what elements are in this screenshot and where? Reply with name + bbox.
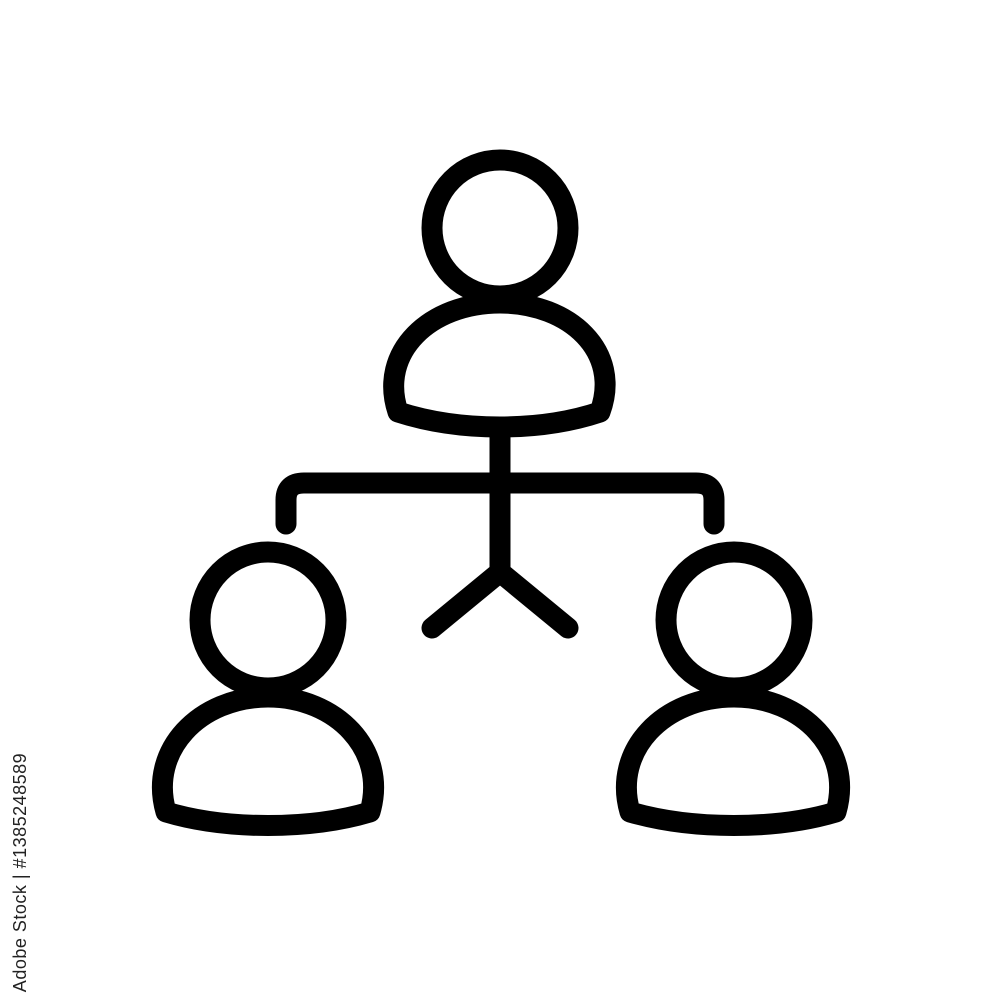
stock-id-text: Adobe Stock | #1385248589 xyxy=(10,752,31,992)
bottom-left-person-body xyxy=(151,686,385,836)
org-connector xyxy=(275,421,725,639)
bottom-right-person-head xyxy=(655,541,813,699)
bottom-right-person-body xyxy=(615,686,851,836)
top-person-head xyxy=(421,149,579,307)
connector-fork-right xyxy=(489,561,579,639)
bottom-right-person-icon xyxy=(615,541,851,836)
bottom-left-person-head xyxy=(189,541,347,699)
bottom-left-person-icon xyxy=(151,541,385,836)
stock-id-watermark: Adobe Stock | #1385248589 xyxy=(6,752,36,992)
connector-bar xyxy=(275,472,725,535)
connector-fork-left xyxy=(421,561,511,639)
top-person-icon xyxy=(383,149,616,438)
top-person-body xyxy=(383,292,616,438)
